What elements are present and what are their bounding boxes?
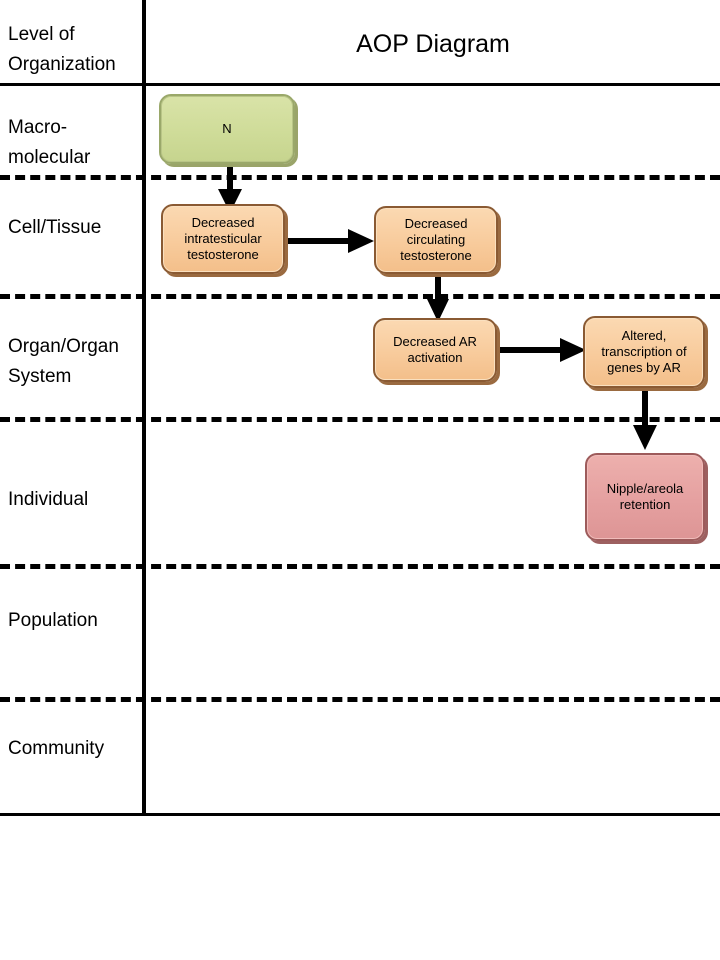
row-label-community-line-1: Community (8, 738, 105, 759)
row-label-macromolecular: Macro- molecular (8, 113, 140, 173)
row-label-organ-line-2: System (8, 366, 72, 387)
row-divider-population-community (0, 697, 720, 702)
row-divider-individual-population (0, 564, 720, 569)
row-label-organ-line-1: Organ/Organ (8, 336, 119, 357)
arrow-ar-activation-to-altered-transcription (490, 333, 590, 367)
node-decreased-ar-activation[interactable]: Decreased AR activation (373, 318, 497, 382)
header-separator-line (0, 83, 720, 86)
diagram-title: AOP Diagram (356, 30, 510, 58)
node-decreased-intratesticular-testosterone-label: Decreased intratesticular testosterone (184, 215, 262, 262)
row-label-organ-organ-system: Organ/Organ System (8, 332, 140, 392)
row-label-community: Community (8, 734, 140, 764)
row-label-cell-tissue-line-1: Cell/Tissue (8, 217, 102, 238)
row-label-individual-line-1: Individual (8, 489, 89, 510)
row-label-individual: Individual (8, 485, 140, 515)
node-decreased-intratesticular-testosterone[interactable]: Decreased intratesticular testosterone (161, 204, 285, 274)
row-divider-macromolecular-cell (0, 175, 720, 180)
node-decreased-circulating-testosterone-label: Decreased circulating testosterone (400, 216, 472, 263)
node-nipple-areola-retention[interactable]: Nipple/areola retention (585, 453, 705, 541)
node-decreased-circulating-testosterone[interactable]: Decreased circulating testosterone (374, 206, 498, 274)
row-divider-cell-organ (0, 294, 720, 299)
node-altered-transcription-of-genes-by-ar[interactable]: Altered, transcription of genes by AR (583, 316, 705, 388)
row-label-macromolecular-line-1: Macro- (8, 117, 68, 138)
level-header-line-2: Organization (8, 54, 116, 75)
row-label-population: Population (8, 606, 140, 636)
node-altered-transcription-of-genes-by-ar-label: Altered, transcription of genes by AR (601, 328, 687, 375)
column-divider (142, 0, 146, 816)
row-divider-organ-individual (0, 417, 720, 422)
level-of-organization-header: Level of Organization (8, 20, 138, 80)
level-header-line-1: Level of (8, 24, 75, 45)
row-label-population-line-1: Population (8, 610, 98, 631)
arrow-altered-transcription-to-nipple-areola-retention (628, 380, 662, 452)
arrow-intratesticular-to-circulating-testosterone (278, 224, 378, 258)
row-label-cell-tissue: Cell/Tissue (8, 213, 140, 243)
node-molecular-initiating-event[interactable]: N (159, 94, 295, 164)
bottom-border-line (0, 813, 720, 816)
row-label-macromolecular-line-2: molecular (8, 147, 91, 168)
node-nipple-areola-retention-label: Nipple/areola retention (606, 481, 684, 512)
node-molecular-initiating-event-label: N (222, 121, 232, 136)
node-decreased-ar-activation-label: Decreased AR activation (393, 334, 477, 365)
arrow-circulating-testosterone-to-ar-activation (422, 266, 454, 324)
